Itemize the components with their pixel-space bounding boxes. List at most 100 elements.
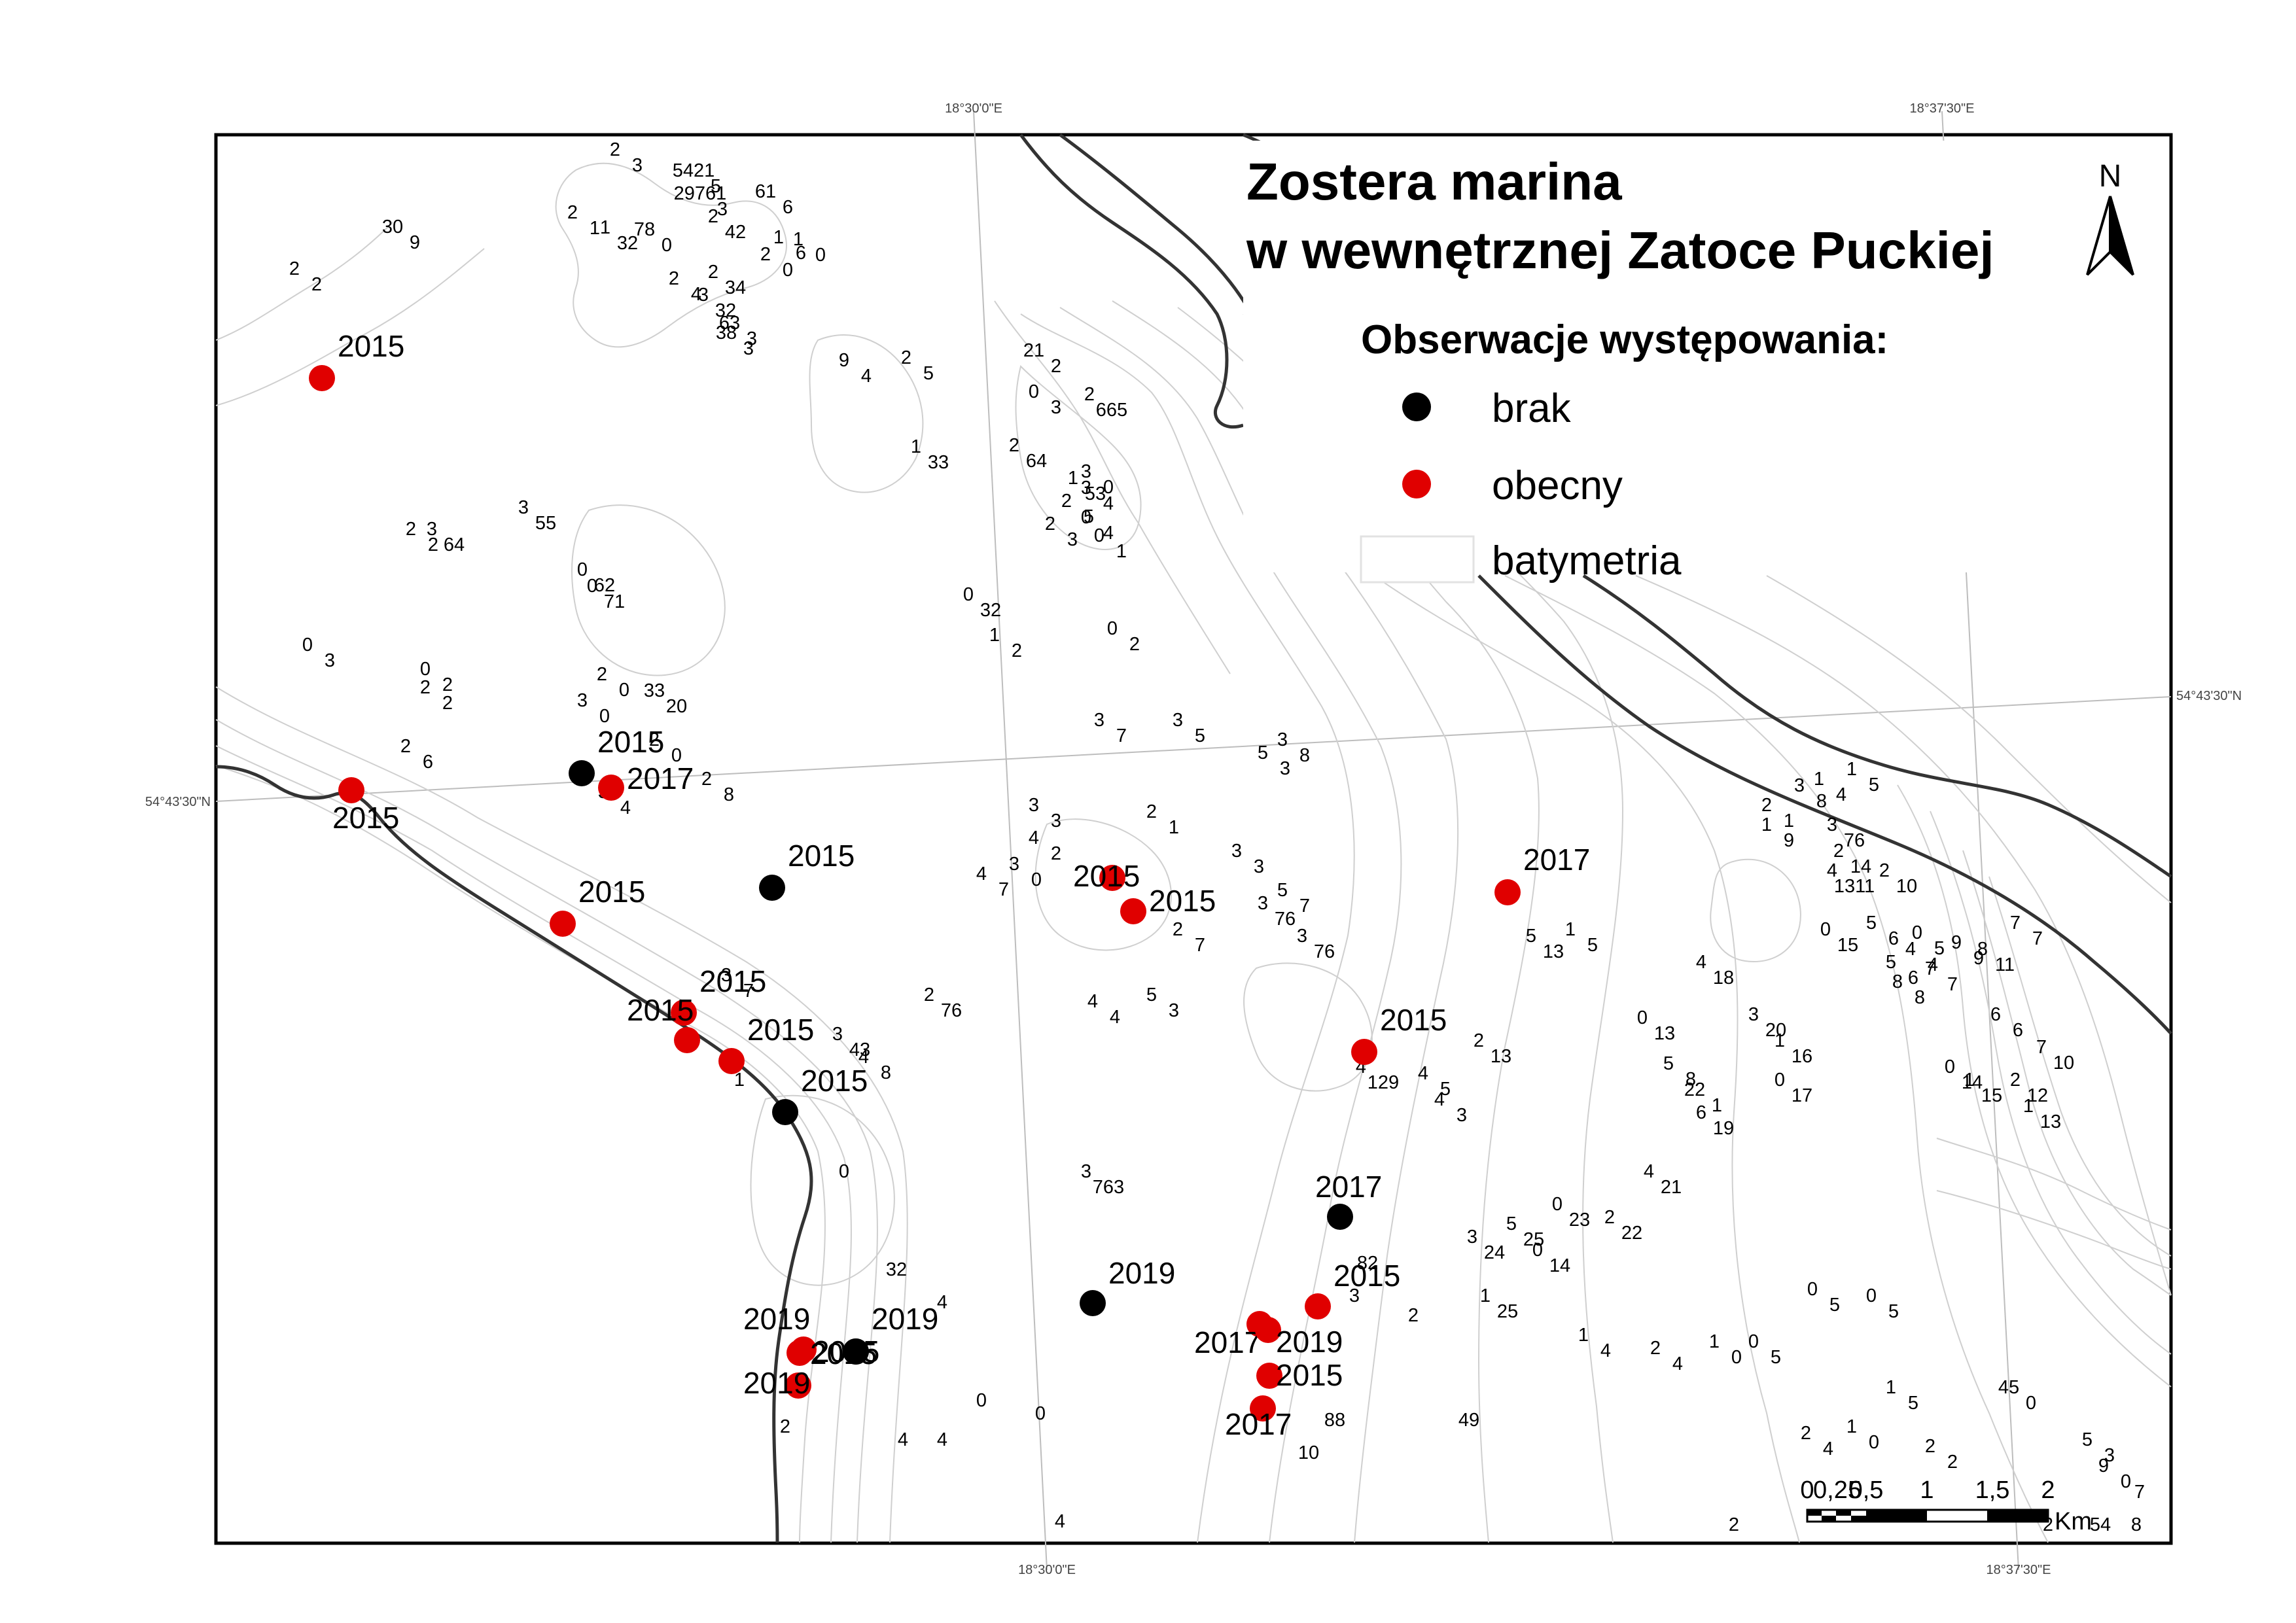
depth-label: 3 [1254, 856, 1264, 877]
depth-label: 1 [1784, 811, 1794, 831]
depth-label: 15 [1837, 935, 1858, 956]
coord-top-right: 18°37'30"E [1910, 101, 1975, 116]
legend-label-obecny: obecny [1492, 463, 1623, 508]
depth-label: 1 [590, 218, 600, 239]
scale-label-15: 1,5 [1975, 1476, 2010, 1504]
depth-label: 4 [858, 1047, 869, 1068]
observation-dot-brak [569, 760, 595, 786]
depth-label: 3 [1051, 397, 1061, 418]
depth-label: 0 [420, 659, 431, 680]
depth-label: 2 [1729, 1514, 1739, 1535]
depth-label: 9 [2098, 1456, 2109, 1476]
depth-label: 1 [1846, 1416, 1857, 1437]
observation-year-label: 2017 [1194, 1325, 1261, 1359]
scale-label-1: 1 [1920, 1476, 1934, 1504]
depth-label: 19 [1713, 1118, 1734, 1139]
depth-label: 4 [937, 1292, 947, 1313]
depth-label: 4 [1418, 1063, 1428, 1084]
depth-label: 15 [1981, 1085, 2002, 1106]
depth-label: 2 [1879, 860, 1890, 881]
depth-label: 18 [1713, 968, 1734, 988]
depth-label: 62 [594, 575, 615, 596]
depth-label: 25 [1523, 1229, 1544, 1250]
depth-label: 1 [1068, 468, 1078, 489]
depth-label: 23 [1569, 1210, 1590, 1230]
legend-label-brak: brak [1492, 386, 1572, 431]
depth-label: 3 [721, 965, 732, 986]
depth-label: 0 [1103, 477, 1114, 498]
depth-label: 5 [1506, 1213, 1517, 1234]
depth-label: 32 [617, 233, 638, 254]
scale-label-025: 0,25 [1813, 1476, 1862, 1504]
depth-label: 2 [2010, 1070, 2021, 1091]
depth-label: 2 [1474, 1030, 1484, 1051]
observation-year-label: 2019 [1108, 1256, 1175, 1290]
observation-point: 2015 [332, 777, 399, 835]
observation-year-label: 2017 [1225, 1407, 1292, 1441]
depth-label: 7 [2036, 1037, 2047, 1058]
depth-label: 76 [1844, 830, 1865, 851]
depth-label: 9 [1784, 830, 1794, 851]
depth-label: 9 [1973, 948, 1984, 969]
depth-label: 1 [1761, 814, 1772, 835]
depth-label: 0 [599, 706, 610, 727]
depth-label: 17 [1792, 1085, 1812, 1106]
observation-dot-obecny [1351, 1039, 1377, 1065]
depth-label: 3 [1081, 478, 1091, 498]
depth-label: 76 [941, 1000, 962, 1021]
observation-year-label: 2015 [699, 964, 766, 998]
depth-label: 7 [1947, 974, 1958, 995]
depth-label: 2 [1084, 384, 1095, 405]
depth-label: 0 [1637, 1007, 1648, 1028]
depth-label: 1 [793, 229, 804, 250]
depth-label: 8 [1816, 791, 1827, 812]
depth-label: 0 [1035, 1403, 1046, 1424]
depth-label: 0 [1945, 1056, 1955, 1077]
observation-point: 2015 [759, 839, 855, 901]
depth-label: 2 [406, 519, 416, 540]
depth-label: 22 [1621, 1223, 1642, 1244]
depth-label: 54 [2090, 1514, 2111, 1535]
depth-label: 3 [1827, 814, 1837, 835]
observation-point: 2015 [813, 1335, 879, 1369]
depth-label: 4 [1029, 828, 1039, 848]
depth-label: 2 [420, 677, 431, 698]
depth-label: 43 [849, 1039, 870, 1060]
depth-label: 1 [1846, 759, 1857, 780]
depth-label: 5 [1084, 506, 1094, 527]
observation-year-label: 2015 [747, 1013, 814, 1047]
scale-unit: Km [2055, 1508, 2092, 1535]
depth-label: 3 [1051, 811, 1061, 831]
depth-label: 4 [1087, 991, 1098, 1012]
depth-label: 0 [1775, 1070, 1785, 1091]
depth-label: 0 [1094, 525, 1104, 546]
observation-dot-obecny [1120, 898, 1146, 924]
depth-label: 20 [666, 696, 687, 717]
observation-year-label: 2015 [1073, 859, 1140, 893]
depth-label: 32 [886, 1259, 907, 1280]
legend-label-batymetria: batymetria [1492, 538, 1682, 584]
scale-bar: 0 0,25 0,5 1 1,5 2 Km [1800, 1476, 2092, 1535]
depth-label: 5 [1526, 926, 1536, 947]
depth-label: 2 [1761, 795, 1772, 816]
depth-label: 13 [2040, 1111, 2061, 1132]
depth-label: 0 [2026, 1393, 2036, 1414]
scale-label-05: 0,5 [1849, 1476, 1884, 1504]
depth-label: 1 [734, 1070, 745, 1091]
depth-label: 14 [1962, 1072, 1983, 1093]
depth-label: 3 [1094, 710, 1104, 731]
depth-label: 5 [1277, 880, 1288, 901]
depth-label: 2 [1650, 1338, 1661, 1359]
observation-year-label: 2015 [1333, 1259, 1400, 1293]
depth-label: 0 [302, 635, 313, 655]
observation-dot-obecny [598, 775, 624, 801]
depth-label: 3 [1277, 729, 1288, 750]
depth-label: 3 [1081, 461, 1091, 482]
depth-label: 5 [1195, 725, 1205, 746]
observation-dot-obecny [1250, 1395, 1276, 1422]
depth-label: 1 [911, 436, 921, 457]
depth-label: 3 [747, 328, 757, 349]
depth-label: 4 [1672, 1353, 1683, 1374]
observation-dot-obecny [674, 1027, 700, 1053]
depth-label: 8 [1915, 987, 1925, 1008]
